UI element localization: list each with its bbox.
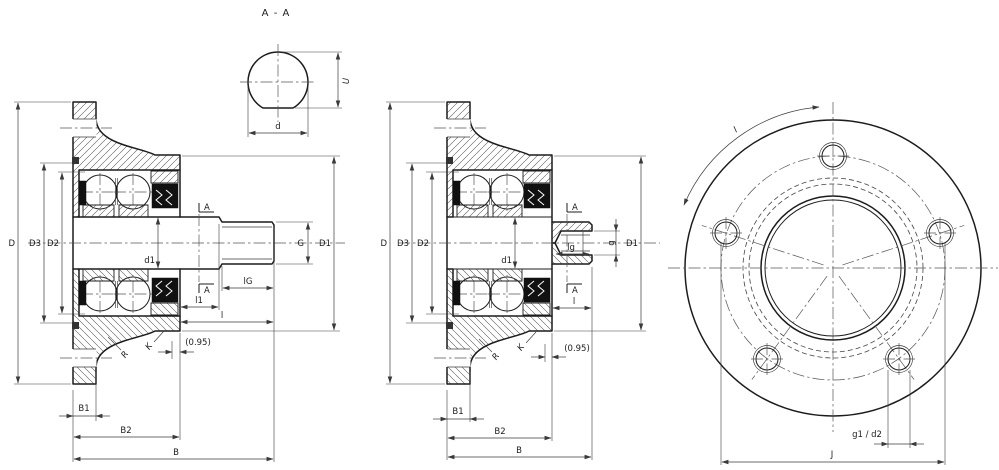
fillet-k-leader [153, 330, 165, 343]
front-flange-view: l g1 / d2 J [668, 102, 998, 465]
dim-label-D1: D1 [319, 239, 331, 249]
middle-section-view: D D3 D2 d1 lg g D1 l B1 B2 B (0.95) [380, 101, 660, 460]
dim-label-G: G [297, 239, 304, 249]
dim-label-g: g [607, 240, 617, 245]
dim-label-B: B [516, 446, 522, 456]
seal-spring [165, 189, 173, 206]
arc-dimension [683, 105, 820, 206]
seal-spring [155, 189, 163, 206]
fillet-k-leader [525, 331, 537, 344]
dim-label-l: l [221, 311, 223, 321]
dim-label-l: l [573, 297, 575, 307]
arc-dim-label: l [732, 125, 740, 135]
dim-label-lG: lG [244, 277, 253, 287]
inner-seal [452, 180, 461, 206]
dim-label-D: D [8, 239, 15, 249]
abs-sensor-mark [446, 157, 453, 164]
dim-label-B1: B1 [78, 404, 89, 414]
fillet-r-leader [107, 336, 122, 351]
section-label-A-bottom: A [572, 286, 578, 296]
inner-race [456, 204, 489, 218]
section-label-A-top: A [204, 203, 210, 213]
middle-view-upper-half [434, 101, 593, 244]
bolt-hole [883, 343, 915, 375]
left-section-view: D D3 D2 d1 G D1 lG l1 l B1 B2 B [8, 101, 345, 462]
hole-radial-centerline [701, 225, 824, 266]
hole-radial-centerline [842, 225, 965, 266]
bolt-hole [817, 142, 849, 170]
fillet-label-R: R [120, 349, 132, 360]
section-cut-mark-top [566, 203, 582, 213]
fillet-r-leader [478, 338, 493, 353]
seal-spring [537, 189, 545, 206]
dim-label-D2: D2 [47, 239, 59, 249]
dim-label-D3: D3 [29, 239, 41, 249]
outer-seal [151, 183, 179, 209]
section-cut-mark-bottom [198, 283, 214, 293]
outer-seal [523, 183, 551, 209]
bolt-hole [710, 217, 742, 249]
abs-sensor-mark [72, 157, 79, 164]
dim-label-D2: D2 [417, 239, 429, 249]
bolt-hole [751, 343, 783, 375]
hub-flange-body [72, 101, 181, 218]
spindle-thread-profile [78, 216, 275, 244]
hole-dim-label: g1 / d2 [852, 430, 882, 440]
fillet-label-R: R [491, 351, 503, 362]
fillet-label-K: K [516, 342, 528, 353]
runout-ref-label: (0.95) [564, 344, 590, 354]
dim-label-d1: d1 [144, 256, 155, 266]
fillet-label-K: K [144, 341, 156, 352]
dim-label-D1: D1 [626, 239, 638, 249]
shaft-section-with-flat [247, 51, 309, 109]
seal-carrier [522, 170, 551, 184]
dim-label-D: D [380, 239, 387, 249]
runout-ref-label: (0.95) [185, 338, 211, 348]
section-label-A-bottom: A [204, 286, 210, 296]
dim-label-B2: B2 [494, 427, 505, 437]
left-view-upper-half [60, 101, 275, 244]
dim-label-d1: d1 [501, 256, 512, 266]
dim-label-B1: B1 [452, 407, 463, 417]
dim-label-B2: B2 [120, 426, 131, 436]
left-view-lower-half [59, 242, 275, 385]
hole-radial-centerline [751, 275, 828, 380]
middle-view-lower-half [433, 242, 593, 385]
inner-race [492, 204, 523, 218]
dim-label-lg: lg [567, 243, 575, 253]
hub-flange-body [446, 101, 553, 218]
section-aa-view: A - A U d [240, 8, 352, 137]
hole-radial-centerline [838, 275, 915, 380]
bolt-hole [924, 217, 956, 249]
stub-with-tapped-hole [551, 221, 593, 244]
section-aa-title: A - A [262, 8, 291, 19]
dim-label-d: d [275, 122, 280, 132]
dim-label-U: U [342, 77, 352, 84]
section-label-A-top: A [572, 203, 578, 213]
dim-label-B: B [173, 448, 179, 458]
seal-carrier [150, 170, 179, 184]
inner-race [118, 204, 149, 218]
section-cut-mark-bottom [566, 283, 582, 293]
inner-race [82, 204, 115, 218]
inner-seal [78, 180, 87, 206]
pitch-dim-label: J [830, 450, 834, 460]
section-cut-mark-top [198, 203, 214, 213]
dim-label-D3: D3 [397, 239, 409, 249]
seal-spring [527, 189, 535, 206]
dim-label-l1: l1 [195, 296, 203, 306]
